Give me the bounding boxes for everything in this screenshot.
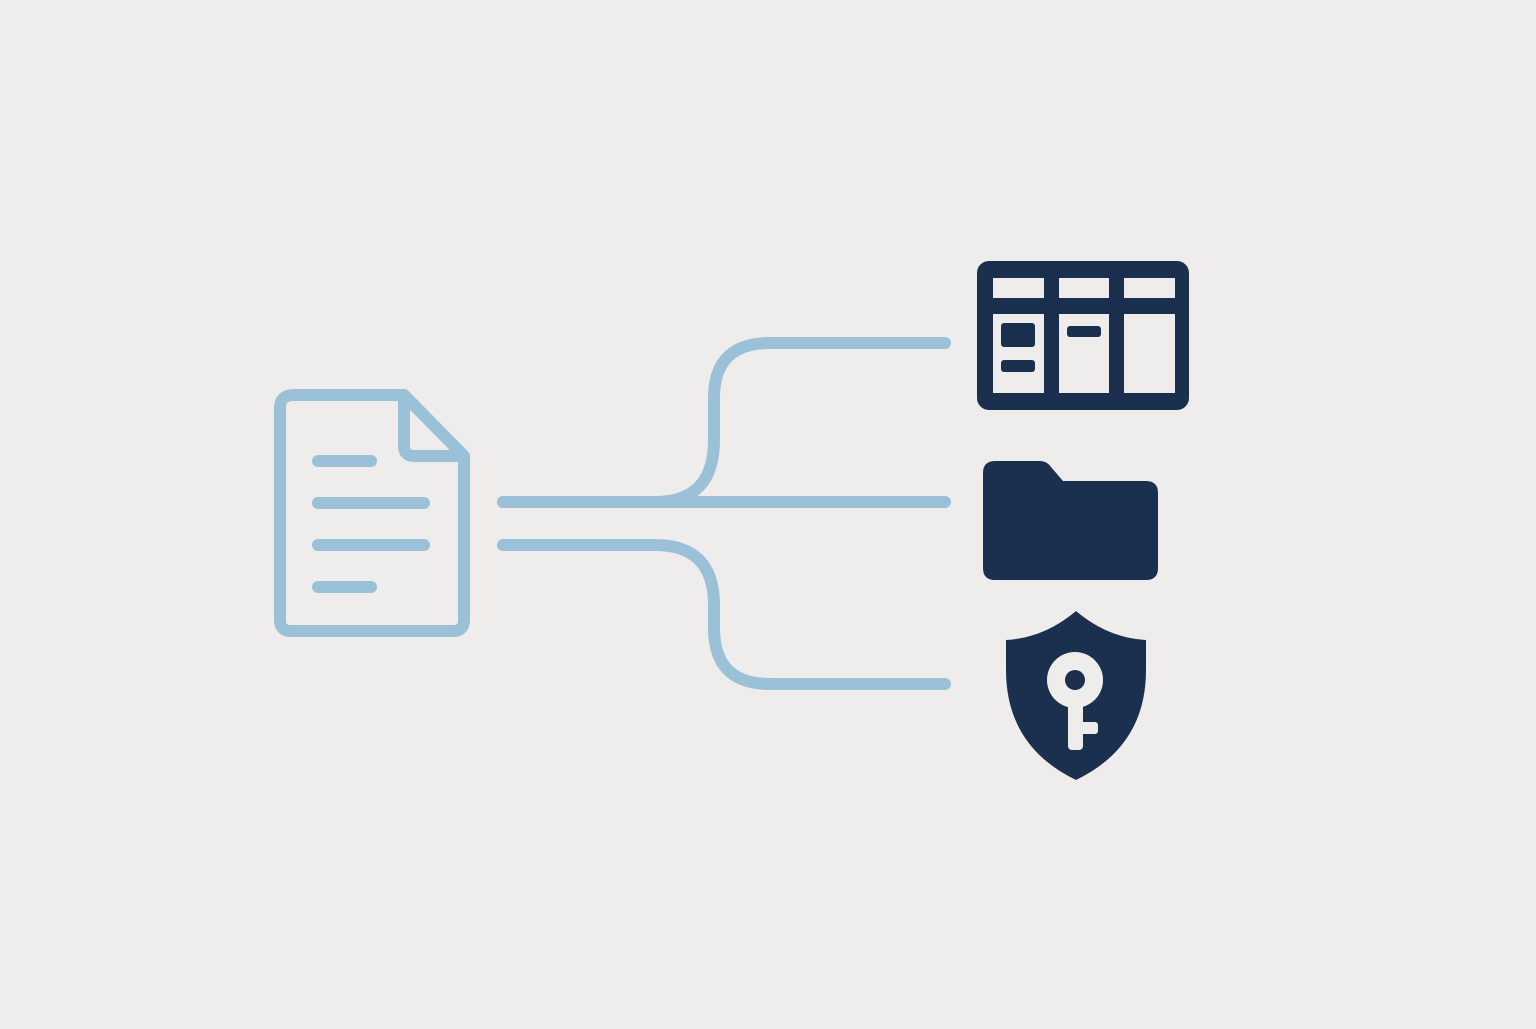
board-header-1 <box>993 278 1044 298</box>
key-tooth <box>1080 722 1098 734</box>
board-header-3 <box>1124 278 1175 298</box>
board-column-3 <box>1124 314 1175 393</box>
connector-to-kanban-board <box>497 337 951 508</box>
shield-key-icon <box>1006 611 1146 780</box>
connector-group <box>497 337 951 690</box>
folder-icon <box>983 461 1158 580</box>
folder-body <box>983 461 1158 580</box>
board-card-3 <box>1067 326 1101 337</box>
key-shaft <box>1068 700 1083 750</box>
document-outline <box>274 389 470 637</box>
board-header-2 <box>1059 278 1109 298</box>
document-folded-corner <box>398 394 465 462</box>
kanban-board-icon <box>977 261 1189 410</box>
board-card-1 <box>1001 323 1035 347</box>
key-bow-hole <box>1065 670 1085 690</box>
board-card-2 <box>1001 360 1035 372</box>
connector-to-shield-key <box>497 539 951 690</box>
document-icon <box>274 389 470 637</box>
board-column-2 <box>1059 314 1109 393</box>
